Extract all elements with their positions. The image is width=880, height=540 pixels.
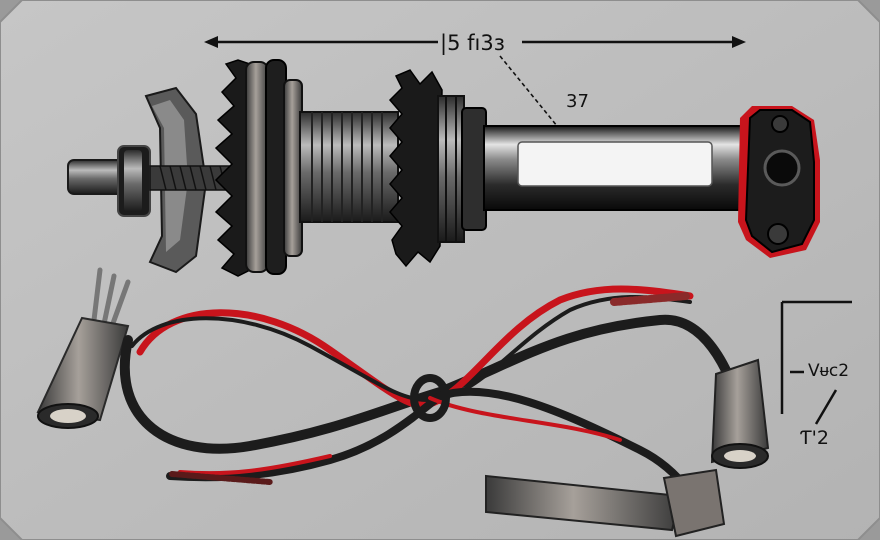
bearing-hub — [437, 95, 465, 243]
wire-black-lower — [166, 387, 692, 494]
terminal-crimp — [662, 468, 726, 538]
side-upper-label: Vᵾc2 — [808, 361, 849, 381]
top-dimension-line — [204, 36, 746, 48]
wire-sleeve-tip — [610, 292, 690, 306]
side-dimension-bracket — [780, 300, 852, 425]
shaft-assembly — [67, 59, 820, 277]
plug-left — [36, 267, 131, 429]
terminal-blade — [485, 474, 682, 532]
bearing-cap — [461, 107, 487, 231]
gear-right — [388, 69, 443, 268]
wire-knot — [410, 374, 450, 422]
end-block-bolt-top — [771, 115, 789, 133]
side-lower-label: Ƭ'2 — [800, 427, 829, 449]
connector-cone — [710, 358, 770, 464]
gear-left — [214, 59, 251, 277]
flange-disc-1 — [245, 61, 269, 273]
wiring-harness — [36, 267, 770, 538]
callout-label: 37 — [566, 91, 589, 112]
top-dimension-label: |5 fı3ɜ — [440, 31, 505, 56]
end-block-bore — [763, 149, 801, 187]
wire-black-upper — [130, 294, 692, 403]
end-block-bolt-bottom — [767, 223, 789, 245]
shaft-window — [517, 141, 713, 187]
ribbed-sleeve — [299, 111, 399, 223]
